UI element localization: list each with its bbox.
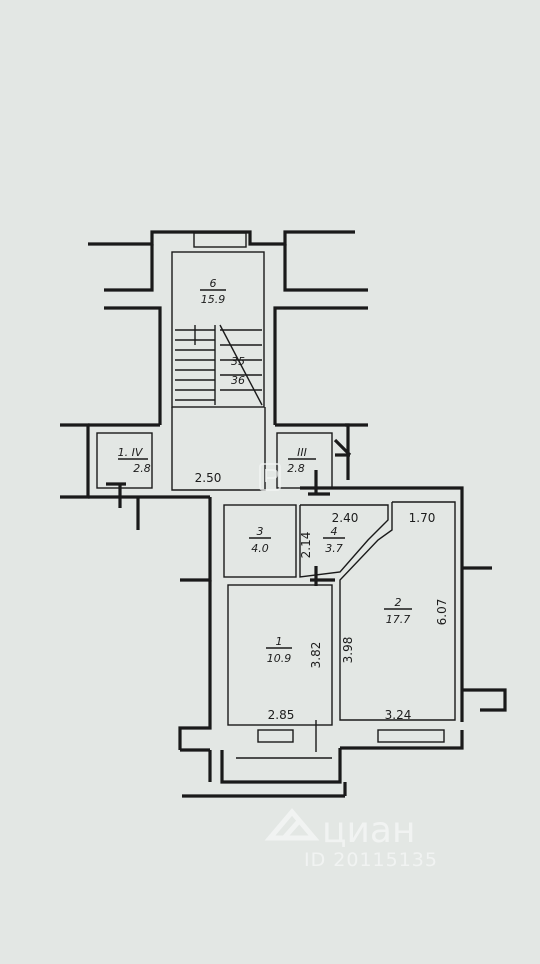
room-label-1: 1 10.9 bbox=[266, 635, 292, 665]
room-label-stair: 6 15.9 bbox=[200, 277, 226, 306]
room-area: 2.8 bbox=[133, 462, 151, 475]
outer-walls bbox=[60, 230, 507, 798]
room-number: 1. IV bbox=[118, 446, 144, 459]
room-label-2: 2 17.7 bbox=[384, 596, 412, 626]
dim-room4-height: 2.14 bbox=[299, 532, 313, 559]
room-label-3: 3 4.0 bbox=[249, 525, 271, 555]
room-label-4: 4 3.7 bbox=[323, 525, 345, 555]
room-number: 1 bbox=[276, 635, 283, 648]
room-label-iii: III 2.8 bbox=[287, 446, 316, 475]
watermark-id: ID 20115135 bbox=[304, 849, 438, 871]
dim-room2-width: 3.24 bbox=[385, 708, 412, 722]
inner-walls bbox=[96, 232, 456, 759]
room-number: 3 bbox=[257, 525, 264, 538]
stair-number-b: 36 bbox=[231, 374, 245, 387]
room-number: III bbox=[297, 446, 307, 459]
room-area: 17.7 bbox=[386, 613, 411, 626]
dim-room1-height: 3.82 bbox=[309, 642, 323, 669]
center-logo-icon bbox=[259, 463, 281, 491]
dim-room2-top: 1.70 bbox=[409, 511, 436, 525]
dim-room4-width: 2.40 bbox=[332, 511, 359, 525]
dimensions: 2.50 2.40 1.70 2.14 6.07 3.82 3.98 2.85 … bbox=[195, 471, 449, 722]
room-area: 15.9 bbox=[201, 293, 226, 306]
cian-watermark: циан ID 20115135 bbox=[264, 808, 438, 871]
dim-room1-width: 2.85 bbox=[268, 708, 295, 722]
dim-room2-height: 6.07 bbox=[435, 599, 449, 626]
dim-corridor-width: 2.50 bbox=[195, 471, 222, 485]
room-number: 4 bbox=[331, 525, 338, 538]
door-markers bbox=[106, 438, 352, 586]
staircase bbox=[175, 324, 263, 406]
room-area: 2.8 bbox=[287, 462, 305, 475]
room-label-iv: 1. IV 2.8 bbox=[118, 446, 151, 475]
room-number: 2 bbox=[395, 596, 402, 609]
stair-number-a: 35 bbox=[231, 355, 245, 368]
room-area: 10.9 bbox=[267, 652, 292, 665]
room-number: 6 bbox=[210, 277, 217, 290]
dim-room2-inner-height: 3.98 bbox=[341, 637, 355, 664]
cian-logo-icon bbox=[264, 808, 320, 841]
room-area: 3.7 bbox=[325, 542, 343, 555]
stair-numbers: 35 36 bbox=[231, 355, 245, 387]
room-area: 4.0 bbox=[251, 542, 269, 555]
watermark-text: циан bbox=[322, 810, 416, 851]
